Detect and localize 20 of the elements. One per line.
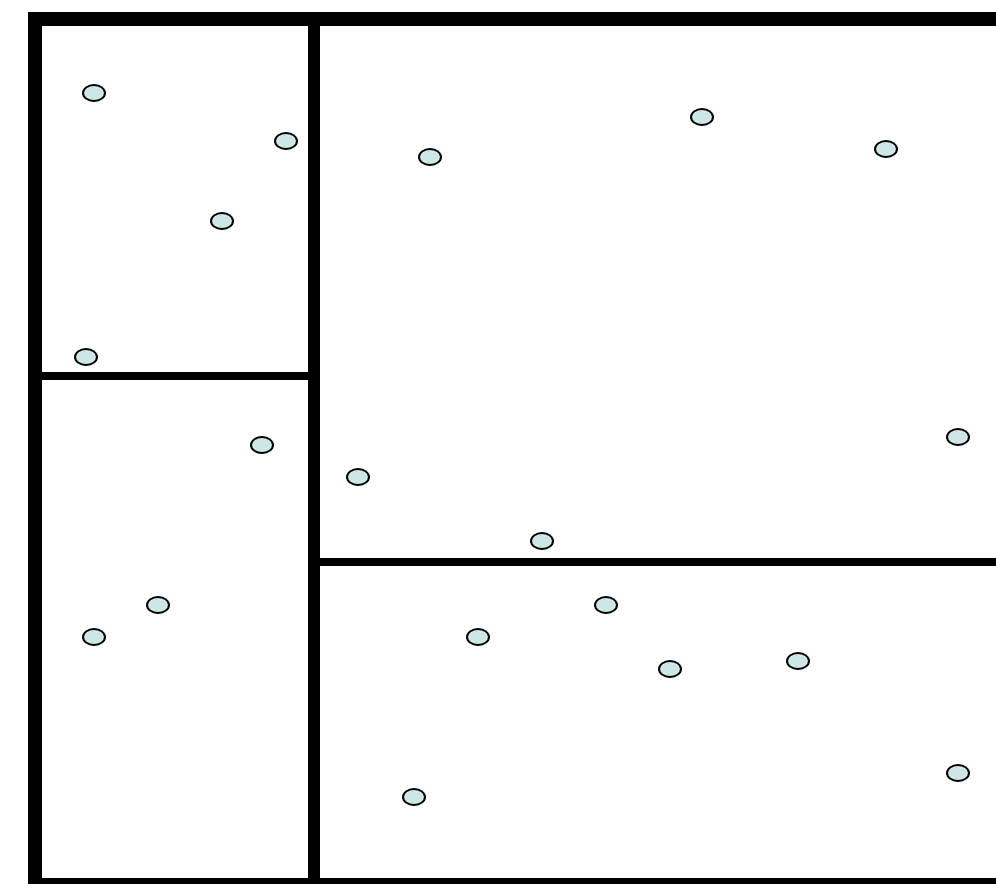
point-marker [466, 627, 490, 645]
point-marker [658, 659, 682, 677]
point-marker [530, 531, 554, 549]
point-marker [690, 107, 714, 125]
point-marker [274, 131, 298, 149]
point-marker [946, 427, 970, 445]
point-marker [82, 627, 106, 645]
point-marker [402, 787, 426, 805]
point-marker [250, 435, 274, 453]
point-marker [74, 347, 98, 365]
point-marker [146, 595, 170, 613]
point-marker [946, 763, 970, 781]
frame-box [28, 12, 996, 884]
point-marker [874, 139, 898, 157]
point-marker [786, 651, 810, 669]
point-marker [418, 147, 442, 165]
point-marker [594, 595, 618, 613]
point-marker [346, 467, 370, 485]
point-marker [82, 83, 106, 101]
point-marker [210, 211, 234, 229]
